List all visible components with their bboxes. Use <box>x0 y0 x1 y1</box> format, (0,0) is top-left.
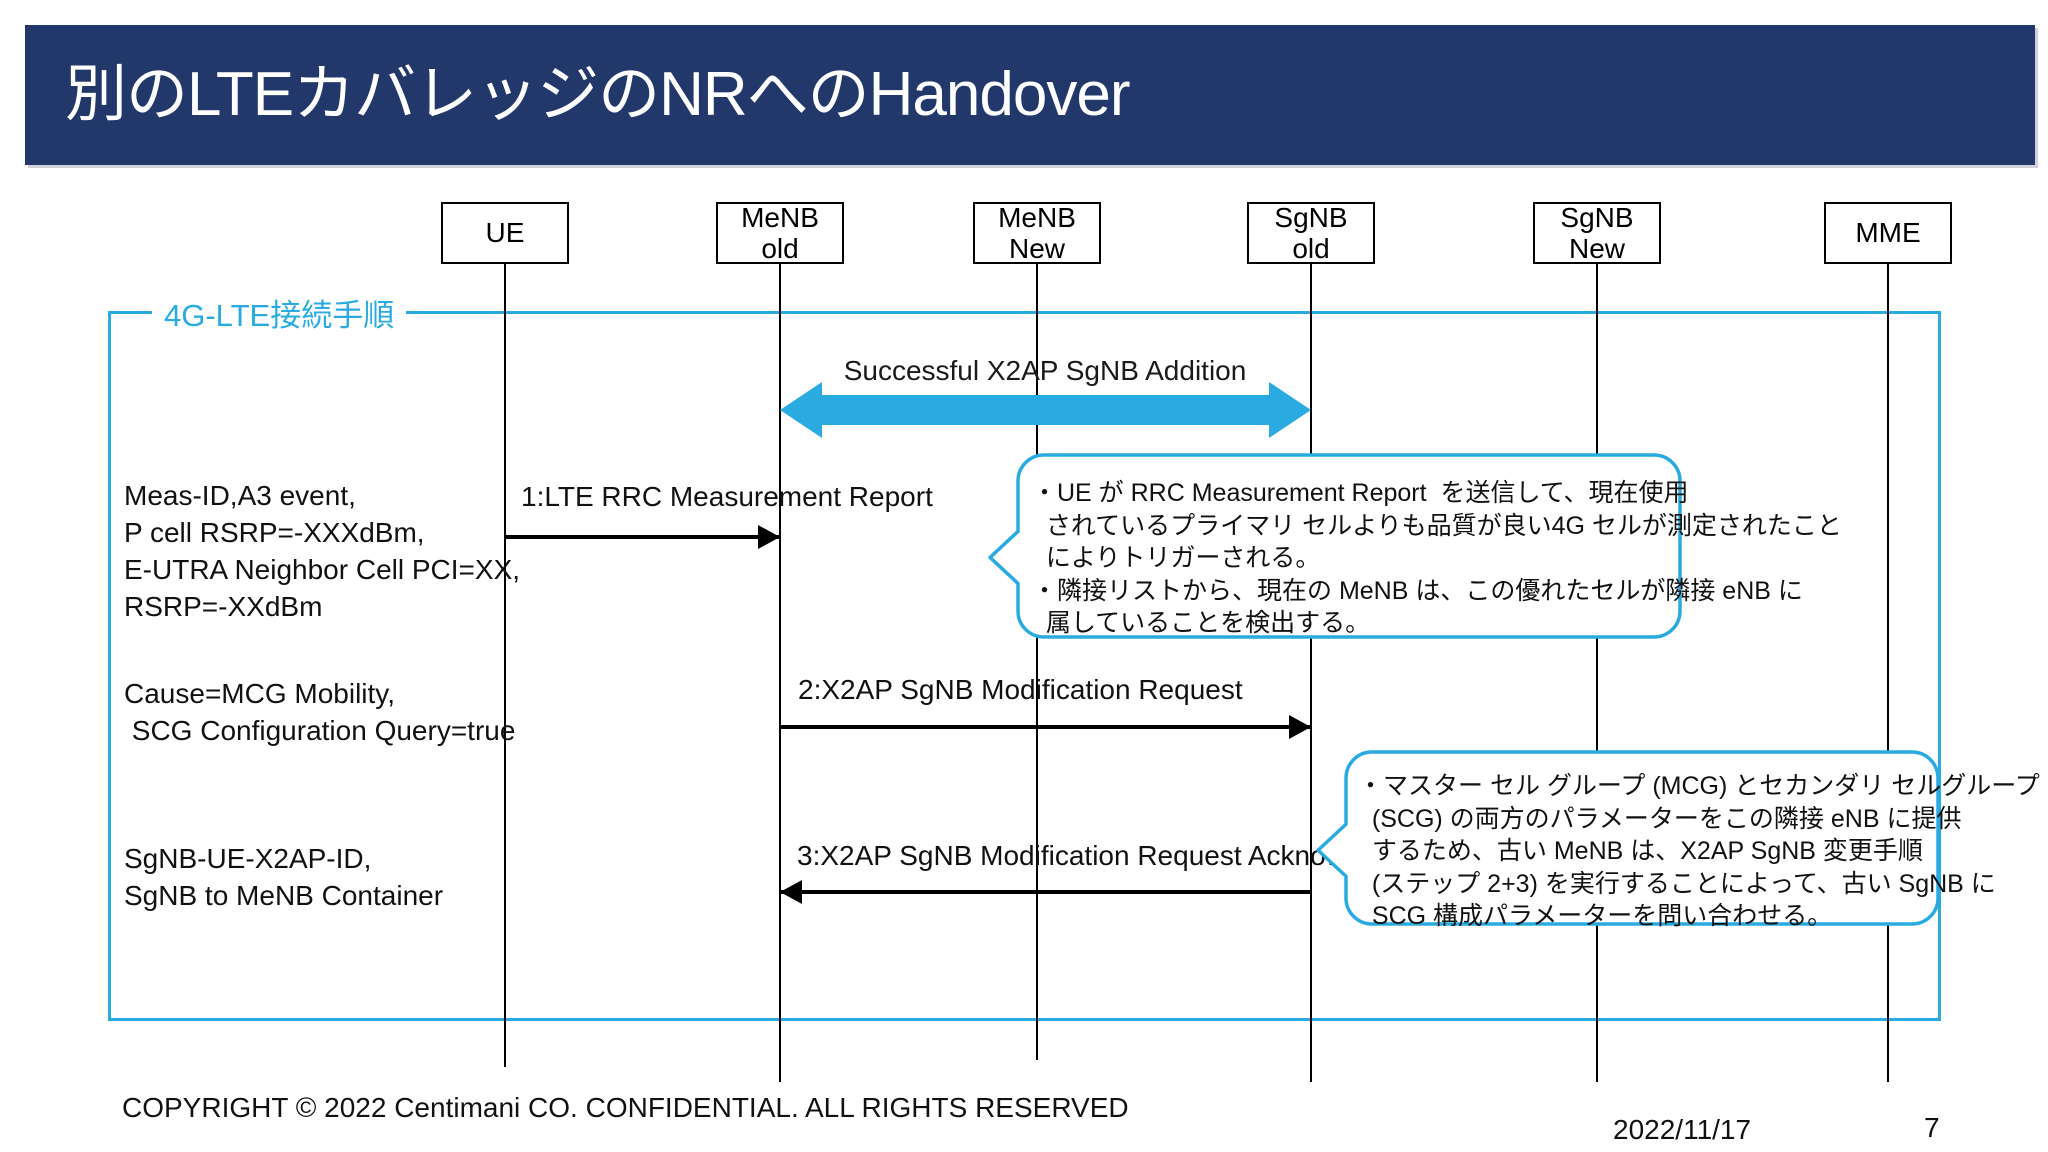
x2ap-sgnb-addition-label: Successful X2AP SgNB Addition <box>843 355 1247 386</box>
actor-label: SgNB <box>1560 201 1634 233</box>
msg-2-line <box>780 725 1311 729</box>
phase-frame-label: 4G-LTE接続手順 <box>152 290 407 335</box>
slide-title-bar: 別のLTEカバレッジのNRへのHandover <box>25 25 2035 165</box>
footer-copyright: COPYRIGHT © 2022 Centimani CO. CONFIDENT… <box>122 1092 1129 1123</box>
msg-2-label: 2:X2AP SgNB Modification Request <box>798 674 1243 705</box>
callout-1: ・UE が RRC Measurement Report を送信して、現在使用 … <box>988 453 1842 639</box>
page-title: 別のLTEカバレッジのNRへのHandover <box>65 60 1130 129</box>
msg-3-arrowhead <box>780 880 802 904</box>
phase-frame-4g-lte <box>108 311 1941 1021</box>
actor-label: MeNB <box>998 201 1076 233</box>
lifeline-menb-old <box>779 264 781 1082</box>
lifeline-mme <box>1887 264 1889 1082</box>
actor-label: SgNB <box>1274 201 1348 233</box>
lifeline-ue <box>504 264 506 1067</box>
note-cause: Cause=MCG Mobility, SCG Configuration Qu… <box>124 678 516 746</box>
footer-date: 2022/11/17 <box>1613 1114 1752 1145</box>
msg-1-label: 1:LTE RRC Measurement Report <box>521 481 933 512</box>
callout-2: ・マスター セル グループ (MCG) とセカンダリ セルグループ (SCG) … <box>1316 750 2040 930</box>
actor-box-mme[interactable]: MME <box>1824 202 1952 264</box>
actor-label: old <box>761 233 799 264</box>
lifeline-menb-new <box>1036 264 1038 1060</box>
note-sgnb-id: SgNB-UE-X2AP-ID, SgNB to MeNB Container <box>124 843 444 911</box>
actor-label: old <box>1292 233 1330 264</box>
callout-1-shape <box>988 453 1682 639</box>
actor-label: MME <box>1855 217 1921 249</box>
actor-label: New <box>1568 233 1625 264</box>
callout-2-shape <box>1316 750 1940 926</box>
actor-label: MeNB <box>741 201 819 233</box>
msg-1-line <box>505 535 780 539</box>
actor-label: New <box>1008 233 1065 264</box>
x2ap-sgnb-addition-double-arrow <box>780 382 1311 438</box>
lifeline-sgnb-new <box>1596 264 1598 1082</box>
lifeline-sgnb-old <box>1310 264 1312 1082</box>
msg-3-line <box>780 890 1311 894</box>
callout-2-text: ・マスター セル グループ (MCG) とセカンダリ セルグループ (SCG) … <box>1358 772 2040 930</box>
msg-3-label: 3:X2AP SgNB Modification Request Acknowl… <box>797 840 1415 871</box>
msg-1-arrowhead <box>758 525 780 549</box>
msg-2-arrowhead <box>1289 715 1311 739</box>
note-meas: Meas-ID,A3 event, P cell RSRP=-XXXdBm, E… <box>124 480 521 622</box>
actor-box-ue[interactable]: UE <box>441 202 569 264</box>
footer-page-number: 7 <box>1924 1112 1940 1143</box>
actor-label: UE <box>485 217 525 249</box>
callout-1-text: ・UE が RRC Measurement Report を送信して、現在使用 … <box>1032 479 1842 637</box>
